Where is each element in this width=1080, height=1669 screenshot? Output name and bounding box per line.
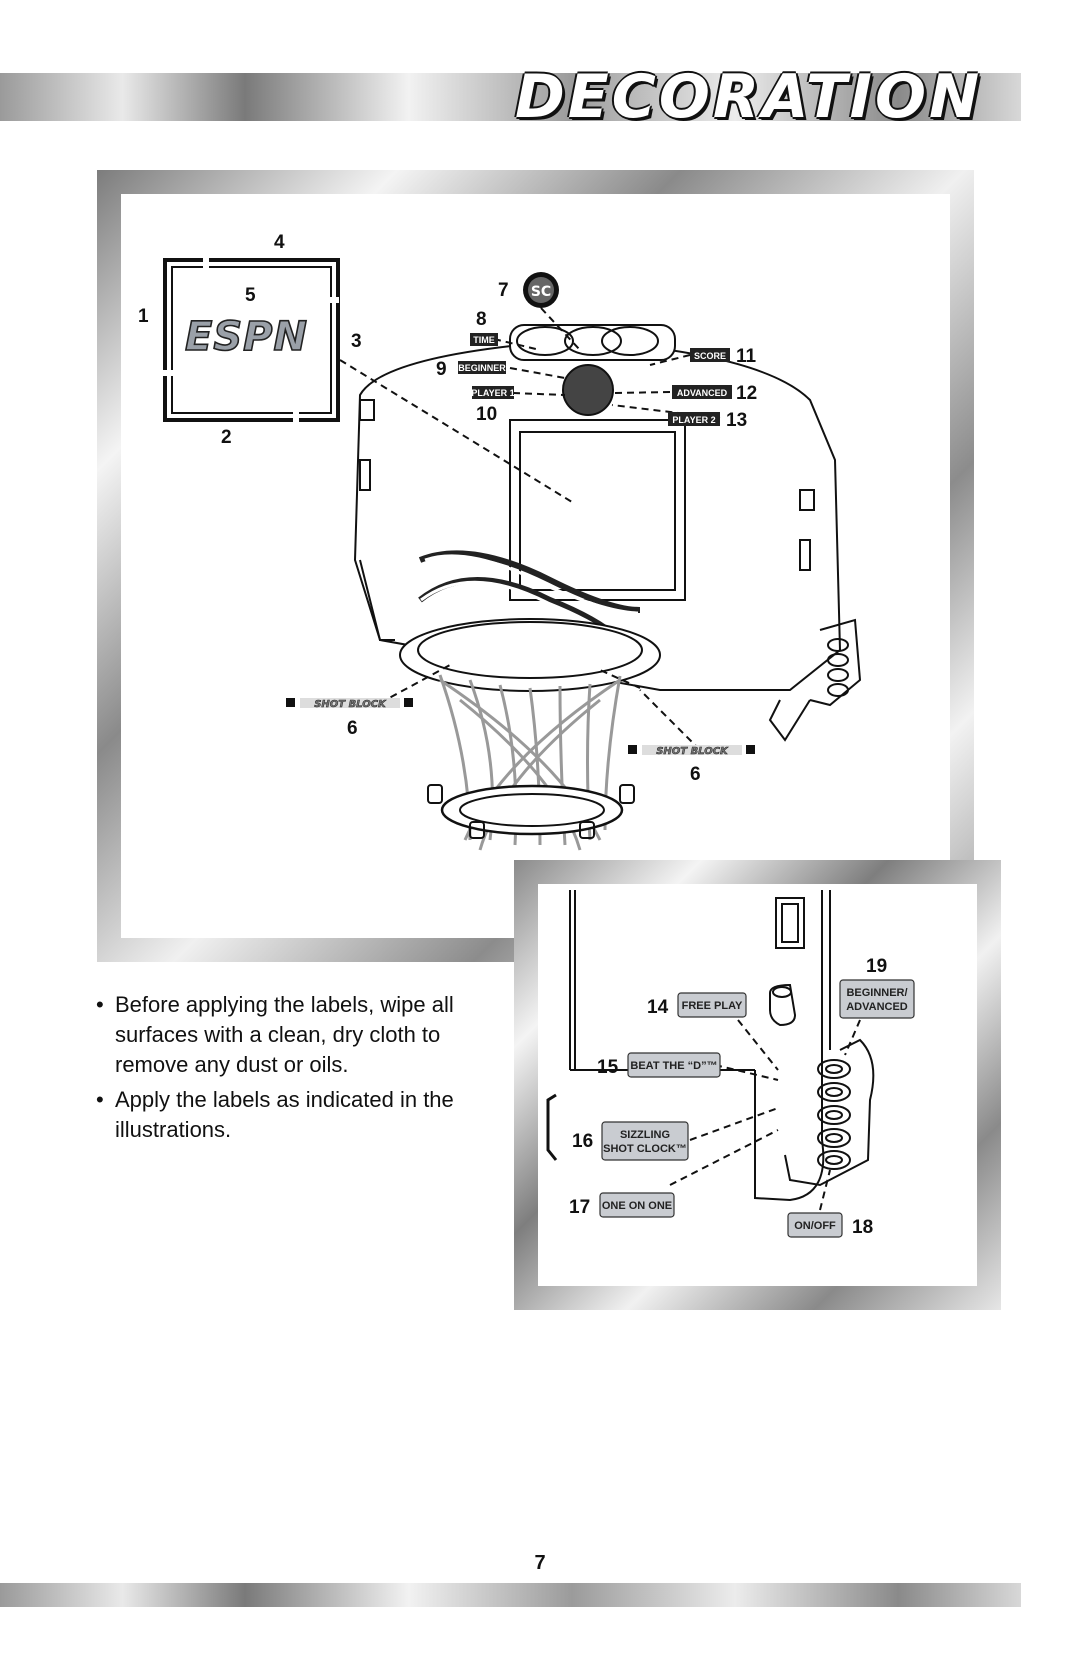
espn-decal-frame — [162, 257, 340, 424]
page-title: DECORATION — [515, 62, 983, 132]
callout-12: 12 — [736, 383, 757, 404]
callout-1: 1 — [138, 306, 149, 327]
instructions-list: Before applying the labels, wipe all sur… — [96, 990, 476, 1150]
sizzling-shot-clock-label-tag: SIZZLING SHOT CLOCK™ — [601, 1121, 689, 1161]
advanced-label-tag: ADVANCED — [672, 385, 732, 399]
callout-6-left: 6 — [347, 718, 358, 739]
on-off-label-text: ON/OFF — [794, 1220, 836, 1232]
callout-16: 16 — [572, 1131, 593, 1152]
callout-2: 2 — [221, 427, 232, 448]
callout-11: 11 — [736, 346, 757, 367]
beginner-advanced-line1: BEGINNER/ — [846, 987, 907, 999]
beginner-advanced-line2: ADVANCED — [846, 1001, 908, 1013]
callout-10: 10 — [476, 404, 497, 425]
callout-19: 19 — [866, 956, 887, 977]
instruction-item: Before applying the labels, wipe all sur… — [96, 990, 476, 1080]
callout-7: 7 — [498, 280, 509, 301]
callout-18: 18 — [852, 1217, 873, 1238]
shot-block-label-left: SHOT BLOCK — [286, 698, 413, 710]
score-label-tag: SCORE — [690, 348, 730, 362]
beat-the-d-label-tag: BEAT THE “D”™ — [627, 1052, 721, 1078]
sc-logo-icon — [523, 272, 559, 308]
callout-14: 14 — [647, 997, 669, 1018]
callout-3: 3 — [351, 331, 362, 352]
player1-label-text: PLAYER 1 — [471, 388, 514, 398]
page-number: 7 — [534, 1552, 546, 1574]
beginner-label-tag: BEGINNER — [458, 361, 506, 374]
sizzling-label-line1: SIZZLING — [620, 1129, 670, 1141]
callout-5: 5 — [245, 285, 256, 306]
shot-block-text-right: SHOT BLOCK — [656, 746, 729, 757]
hoop-drawing — [399, 550, 661, 851]
score-label-text: SCORE — [694, 351, 726, 361]
shot-block-label-right: SHOT BLOCK — [628, 745, 755, 757]
player2-label-text: PLAYER 2 — [672, 415, 715, 425]
on-off-label-tag: ON/OFF — [787, 1212, 843, 1238]
callout-9: 9 — [436, 359, 447, 380]
header-chrome-bar — [0, 73, 1021, 121]
shot-block-text-left: SHOT BLOCK — [314, 699, 387, 710]
beat-the-d-label-text: BEAT THE “D”™ — [630, 1060, 717, 1072]
free-play-label-tag: FREE PLAY — [677, 992, 747, 1018]
player1-label-tag: PLAYER 1 — [471, 386, 515, 399]
detail-leader-lines — [669, 1019, 861, 1211]
advanced-label-text: ADVANCED — [677, 388, 728, 398]
callout-17: 17 — [569, 1197, 590, 1218]
one-on-one-label-tag: ONE ON ONE — [599, 1192, 675, 1218]
callout-15: 15 — [597, 1057, 619, 1078]
player2-label-tag: PLAYER 2 — [668, 412, 720, 426]
espn-logo: ESPN — [185, 314, 308, 360]
callout-6-right: 6 — [690, 764, 701, 785]
detail-illustration-panel — [538, 884, 977, 1286]
one-on-one-label-text: ONE ON ONE — [602, 1200, 672, 1212]
callout-4: 4 — [274, 232, 285, 253]
free-play-label-text: FREE PLAY — [682, 1000, 743, 1012]
beginner-advanced-label-tag: BEGINNER/ ADVANCED — [839, 979, 915, 1019]
sizzling-label-line2: SHOT CLOCK™ — [603, 1143, 687, 1155]
callout-8: 8 — [476, 309, 487, 330]
sc-logo-text: SC — [531, 284, 551, 300]
time-label-tag: TIME — [470, 333, 498, 346]
backboard-drawing — [353, 324, 862, 742]
time-label-text: TIME — [473, 335, 495, 345]
beginner-label-text: BEGINNER — [458, 363, 506, 373]
callout-13: 13 — [726, 410, 747, 431]
detail-drawing — [546, 890, 875, 1202]
instruction-item: Apply the labels as indicated in the ill… — [96, 1085, 476, 1145]
footer-chrome-bar — [0, 1583, 1021, 1607]
detail-illustration-frame — [514, 860, 1001, 1310]
